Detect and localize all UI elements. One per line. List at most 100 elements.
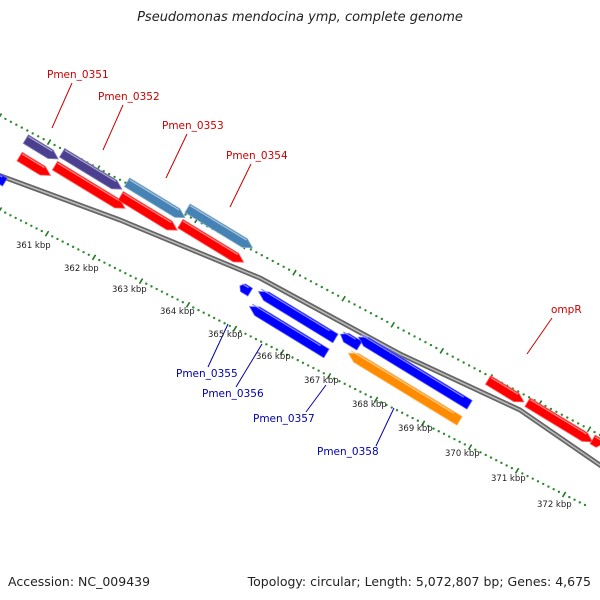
gene-red-1 [16, 151, 52, 176]
inner-track-dot [98, 258, 101, 262]
inner-track-dot [275, 348, 279, 351]
outer-track-dot [347, 300, 351, 303]
outer-track-dot [473, 367, 476, 370]
inner-track-dot [348, 385, 352, 388]
outer-track-dot [396, 326, 400, 329]
inner-track-dot [547, 485, 550, 488]
inner-track-dot [312, 366, 315, 370]
inner-track-dot [286, 353, 289, 357]
gene-label-pmen-0351[interactable]: Pmen_0351 [47, 69, 109, 81]
outer-track-dot [260, 254, 264, 257]
inner-track-major-tick [44, 230, 50, 237]
gene-red-4 [177, 218, 245, 263]
gene-ompr [484, 375, 525, 403]
gene-labels: Pmen_0351 Pmen_0352 Pmen_0353 Pmen_0354 … [47, 69, 582, 458]
outer-track-dot [418, 338, 422, 341]
inner-track-dot [364, 393, 367, 396]
outer-track-dot [429, 343, 433, 347]
inner-track-dot [489, 456, 493, 459]
gene-pmen-0354 [184, 203, 254, 249]
outer-track-dot [576, 422, 580, 425]
kbp-label-369: 369 kbp [398, 424, 433, 434]
leader-pmen-0351 [51, 82, 73, 129]
inner-track-dot [353, 387, 357, 391]
gene-pmen-0355-highlight [241, 283, 249, 289]
inner-track-dot [134, 277, 138, 280]
outer-track-dot [380, 317, 384, 321]
outer-track-dot [331, 291, 334, 295]
gene-label-pmen-0353[interactable]: Pmen_0353 [162, 120, 224, 132]
kbp-label-370: 370 kbp [445, 449, 480, 459]
inner-track-dot [385, 403, 388, 407]
outer-track-dot [566, 416, 569, 419]
inner-track-dot [552, 487, 555, 491]
inner-track-dot [176, 298, 179, 301]
inner-track-dot [56, 237, 59, 241]
backbone-highlight [0, 174, 600, 467]
outer-track-dot [118, 178, 122, 181]
gene-label-ompr[interactable]: ompR [551, 304, 582, 316]
outer-track-dot [353, 303, 356, 306]
gene-red-3 [117, 191, 178, 231]
inner-track-dot [171, 295, 174, 299]
outer-track-dot [107, 172, 111, 176]
inner-track-dot [359, 390, 362, 393]
inner-track-dot [406, 414, 409, 417]
outer-track-dot [571, 419, 574, 422]
kbp-label-368: 368 kbp [352, 400, 387, 410]
inner-track-dot [531, 477, 534, 480]
inner-track-major-tick [326, 372, 332, 379]
inner-track-dot [369, 395, 373, 399]
inner-track-dot [447, 435, 451, 438]
outer-track-dot [593, 430, 596, 434]
leader-pmen-0358 [375, 407, 395, 447]
outer-track-dot [369, 312, 373, 315]
gene-label-pmen-0352[interactable]: Pmen_0352 [98, 91, 160, 103]
inner-track-dot [160, 290, 164, 293]
inner-track-dot [495, 459, 498, 462]
inner-track-dot [150, 285, 153, 288]
outer-track-dot [478, 370, 482, 373]
outer-track-dot [462, 361, 465, 364]
inner-track-dot [108, 264, 111, 267]
outer-track-dot [527, 396, 531, 399]
inner-track-major-tick [0, 207, 3, 212]
inner-track-dot [265, 343, 268, 346]
inner-track-dot [578, 501, 581, 504]
leader-pmen-0355 [207, 323, 229, 368]
outer-track-major-tick [292, 269, 297, 276]
inner-track-dot [306, 364, 310, 367]
outer-track-dot [4, 117, 7, 121]
inner-track-dot [14, 216, 17, 220]
kbp-label-371: 371 kbp [491, 474, 526, 484]
gene-label-pmen-0355[interactable]: Pmen_0355 [176, 368, 238, 380]
outer-track-dot [276, 262, 280, 266]
inner-track-dot [259, 340, 263, 343]
inner-track-dot [4, 211, 7, 214]
gene-red-3-highlight [123, 192, 172, 224]
gene-pmen-0358 [347, 352, 463, 426]
inner-track-dot [145, 282, 148, 285]
outer-track-dot [31, 132, 34, 135]
gene-pmen-0357-highlight [342, 331, 356, 340]
inner-track-dot [427, 424, 430, 428]
outer-track-dot [386, 320, 389, 324]
gene-label-pmen-0354[interactable]: Pmen_0354 [226, 150, 288, 162]
outer-track-major-tick [0, 113, 3, 118]
inner-track-dot [61, 240, 64, 243]
gene-label-pmen-0357[interactable]: Pmen_0357 [253, 413, 315, 425]
gene-red-7 [589, 434, 600, 448]
outer-track-major-tick [390, 321, 395, 328]
gene-label-pmen-0358[interactable]: Pmen_0358 [317, 446, 379, 458]
outer-track-dot [315, 283, 318, 286]
inner-track-dot [500, 461, 503, 465]
leader-pmen-0352 [102, 104, 124, 151]
gene-label-pmen-0356[interactable]: Pmen_0356 [202, 388, 264, 400]
inner-track-dot [9, 214, 12, 217]
genome-summary-text: Topology: circular; Length: 5,072,807 bp… [247, 574, 591, 589]
inner-track-dot [573, 498, 576, 501]
inner-track-dot [228, 324, 232, 328]
kbp-scale-labels: 361 kbp 362 kbp 363 kbp 364 kbp 365 kbp … [16, 241, 572, 510]
gene-features [0, 134, 600, 448]
